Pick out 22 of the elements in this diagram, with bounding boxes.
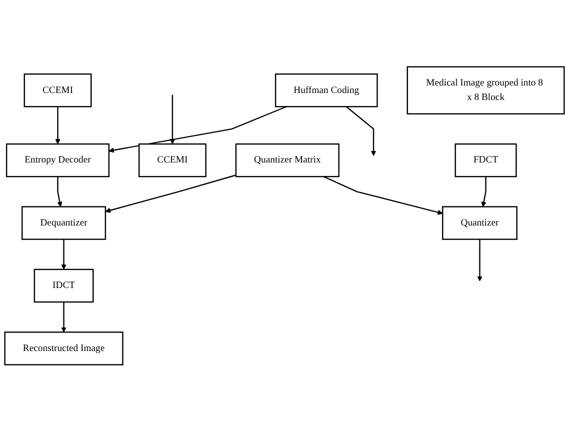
node-box: Huffman Coding — [274, 74, 378, 108]
node-box: CCEMI — [24, 74, 92, 108]
arrow — [323, 176, 443, 216]
arrow — [477, 240, 482, 282]
arrow — [61, 240, 66, 270]
arrow — [105, 174, 236, 214]
node-box: Quantizer Matrix — [235, 144, 340, 178]
arrow — [57, 176, 62, 208]
arrow — [481, 176, 486, 208]
arrow — [170, 95, 176, 144]
arrow — [55, 106, 60, 144]
node-box: IDCT — [34, 269, 94, 303]
node-box: CCEMI — [138, 144, 206, 178]
node-box: Medical Image grouped into 8 x 8 Block — [406, 66, 565, 115]
node-box: Reconstructed Image — [4, 332, 124, 366]
node-box: FDCT — [454, 144, 517, 178]
node-box: Entropy Decoder — [6, 144, 110, 178]
node-box: Quantizer — [442, 206, 518, 240]
node-box: Dequantizer — [22, 206, 106, 240]
arrow — [346, 106, 376, 156]
arrow — [108, 106, 287, 154]
arrow — [61, 302, 66, 333]
